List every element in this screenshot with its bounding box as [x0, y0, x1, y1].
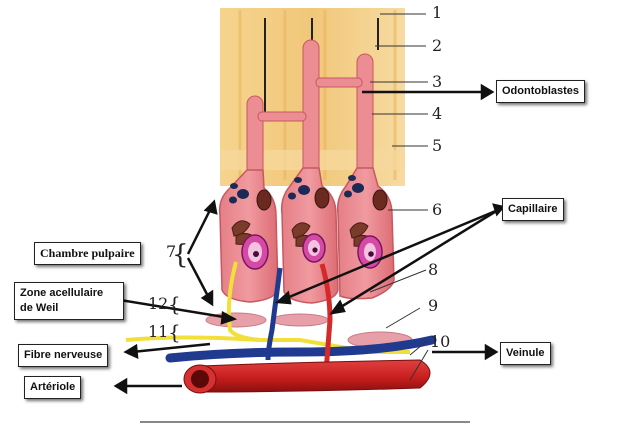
label-number-12: 12 [148, 294, 169, 313]
callout-arteriole: Artériole [24, 376, 82, 399]
label-number-11: 11 [148, 322, 169, 341]
label-number-4: 4 [432, 104, 443, 123]
callout-odontoblasts: Odontoblastes [496, 80, 586, 103]
callout-arrows [113, 83, 506, 395]
callout-venule: Veinule [500, 342, 551, 365]
label-number-1: 1 [432, 3, 443, 22]
label-number-9: 9 [428, 296, 439, 315]
brace-chambre: { [172, 240, 189, 270]
brace-12: { [168, 292, 181, 316]
label-number-6: 6 [432, 200, 443, 219]
cell-organelles [229, 175, 388, 270]
venule-vessel [165, 335, 437, 363]
label-number-8: 8 [428, 260, 439, 279]
label-number-5: 5 [432, 136, 443, 155]
label-number-7: 7 [166, 242, 177, 261]
arteriole-vessel [183, 359, 431, 394]
number-leaders [369, 13, 429, 381]
label-number-10: 10 [430, 332, 451, 351]
nerve-fiber-branch [125, 335, 261, 342]
callout-nerve-fiber: Fibre nerveuse [18, 344, 109, 367]
callout-weil-zone: Zone acellulaire de Weil [14, 282, 124, 320]
brace-11: { [168, 320, 181, 344]
label-number-2: 2 [432, 36, 443, 55]
odontoblast-processes [246, 39, 374, 181]
callout-capillary: Capillaire [502, 198, 564, 221]
callout-pulp-chamber: Chambre pulpaire [34, 242, 141, 265]
label-number-3: 3 [432, 72, 443, 91]
